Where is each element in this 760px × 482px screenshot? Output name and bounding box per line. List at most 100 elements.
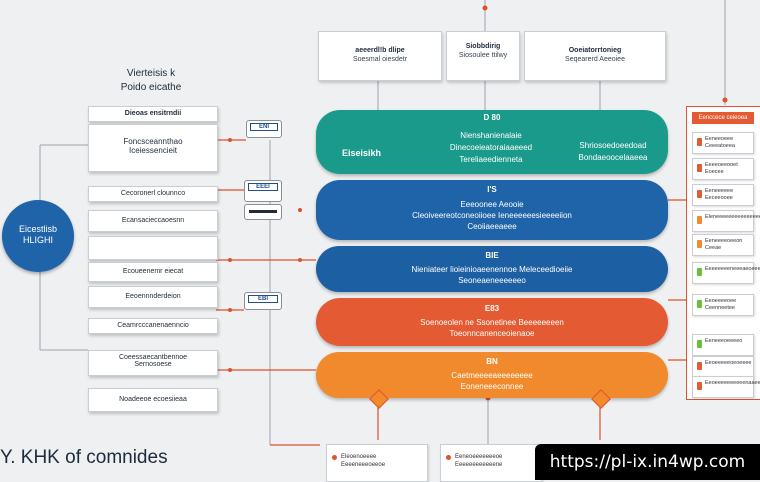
bottom-caption: Y. KHK of comnides [0, 444, 200, 472]
chip-2: EEEI [244, 180, 282, 202]
chip-2-label: EEEI [248, 183, 278, 191]
right-panel-header: Eenccece ceieoea [692, 112, 754, 124]
top-card-3: Ooeiatorrtonieg Seqearerd Aeeoiee [524, 31, 666, 81]
band-teal-center2: Dinecoeieatoraiaaeeed [449, 143, 533, 152]
left-card-9-line1: Coeessaecantbennoe [118, 354, 188, 361]
right-panel-header-label: Eenccece ceieoea [698, 115, 748, 121]
left-card-9-line2: Sernosoese [134, 361, 172, 368]
band-orange-center1: Caetmeeeeaeeeeeeee [451, 371, 533, 380]
top-card-2-line1: Siobbdirig [465, 43, 501, 50]
band-blue-1-center3: Ceoiiaeeaeee [467, 222, 517, 231]
left-card-7-label: Eeoennnderdeion [125, 293, 181, 300]
right-item-6-label: Eeeeeeeeneeeaeoeeeeee [705, 266, 760, 272]
url-watermark: https://pl-ix.in4wp.com [535, 444, 760, 480]
band-red-center1: Soenoeolen ne Ssonetinee Beeeeeeeen [420, 318, 564, 327]
bottom-card-1-line1: Eleoenoeeee [341, 454, 377, 460]
band-orange-tag: BN [486, 357, 498, 366]
chip-2b [244, 204, 282, 220]
band-teal-left: Eiseisikh [342, 148, 382, 158]
right-item-1-label: Eeneeoeee Ceeeatoeea [705, 136, 735, 149]
band-orange: BN Caetmeeeeaeeeeeeee Eoneneeeconnee [316, 352, 668, 398]
band-red-tag: E83 [484, 304, 500, 313]
top-card-1-line2: Soesmal oiesdetr [352, 56, 408, 63]
top-card-1-line1: aeeerdl!b dlipe [355, 47, 405, 54]
right-item-7: Eeoeeeeoee Ceenneetee [692, 294, 754, 316]
band-orange-center2: Eoneneeeconnee [460, 382, 524, 391]
right-item-10: Eeoeeeeeeeeeenaaeeae [692, 376, 760, 398]
right-item-8: Eeneeeoeeeeo [692, 334, 754, 356]
bottom-card-2-line1: Eeneoeeeeeeeoe [455, 454, 503, 460]
chip-3-label: EBI [248, 295, 278, 303]
left-card-4: Ecansacieccaoesnn [88, 210, 218, 232]
band-blue-2: BIE Nieniateer lioieinioaeenennoe Melece… [316, 246, 668, 292]
left-card-1-label: Dieoas ensitrndii [124, 110, 182, 117]
title-line-2: Poido eicathe [120, 82, 182, 93]
right-item-7-label: Eeoeeeeoee Ceenneetee [705, 298, 737, 311]
right-item-2-label: Eeeeoeeooet Eoecee [705, 162, 738, 175]
left-card-5 [88, 236, 218, 260]
left-card-8-label: Ceamrcccanenaenncio [117, 322, 189, 329]
band-teal-center1: Nienshanienalaie [460, 131, 522, 140]
circle-node-line2: HLIGHI [22, 235, 53, 245]
right-item-2: Eeeeoeeooet Eoecee [692, 158, 754, 180]
band-blue-2-tag: BIE [485, 251, 499, 260]
bottom-card-1: Eleoenoeeee Eeeeneeeoeeoe [326, 444, 428, 482]
band-blue-2-center1: Nieniateer lioieinioaeenennoe Meleceedio… [411, 265, 573, 274]
left-card-1: Dieoas ensitrndii [88, 106, 218, 122]
bottom-card-2: Eeneoeeeeeeeoe Eeeeeeeeeeeene [440, 444, 542, 482]
top-card-3-line2: Seqearerd Aeeoiee [565, 56, 625, 63]
circle-node: Eicestlisb HLIGHI [2, 200, 74, 272]
left-card-2-line2: Iceiessencieit [128, 146, 178, 155]
band-teal-tag: D 80 [483, 113, 501, 122]
chip-1: ENI [246, 120, 282, 138]
right-item-9-label: Eeoeeeeeoeoeeee [705, 360, 752, 366]
band-red: E83 Soenoeolen ne Ssonetinee Beeeeeeeen … [316, 298, 668, 346]
bottom-card-2-bullet-icon [446, 455, 451, 460]
bottom-card-2-line2: Eeeeeeeeeeeene [455, 462, 503, 468]
band-blue-1-center1: Eeeoonee Aeooie [460, 200, 524, 209]
top-card-2-line2: Siosoulee ttilwy [458, 52, 508, 59]
left-card-10-label: Noadeeoe ecoesiieaa [119, 396, 187, 403]
bottom-card-1-bullet-icon [332, 455, 337, 460]
band-teal: D 80 Eiseisikh Nienshanienalaie Dinecoei… [316, 110, 668, 174]
left-card-3: Cecoronerl clounnco [88, 186, 218, 202]
band-blue-2-center2: Seoneaeneeeeeeo [458, 276, 526, 285]
right-item-3: Eeneeeeee Eeceeooee [692, 184, 754, 206]
band-blue-1-tag: I'S [487, 185, 497, 194]
left-card-4-label: Ecansacieccaoesnn [121, 217, 185, 224]
right-item-9: Eeoeeeeeoeoeeee [692, 356, 754, 378]
left-card-2-line1: Foncsceannthao [123, 137, 183, 146]
left-card-10: Noadeeoe ecoesiieaa [88, 388, 218, 412]
left-card-9: Coeessaecantbennoe Sernosoese [88, 350, 218, 376]
band-teal-center3: Tereliaeedienneta [459, 155, 523, 164]
band-teal-right2: Bondaeoocelaaeea [578, 153, 648, 162]
band-teal-right1: Shriosoedoeedoad [579, 141, 647, 150]
left-card-6: Ecoueenemr eiecat [88, 262, 218, 282]
bottom-card-1-line2: Eeeeneeeoeeoe [341, 462, 386, 468]
top-card-3-line1: Ooeiatorrtonieg [568, 47, 622, 54]
chip-1-label: ENI [250, 123, 278, 131]
circle-node-line1: Eicestlisb [18, 224, 57, 234]
band-blue-1-center2: Cleoiveereotconeoiioee Ieneeeeeesieeeeii… [412, 211, 572, 220]
right-item-3-label: Eeneeeeee Eeceeooee [705, 188, 734, 201]
left-card-2: Foncsceannthao Iceiessencieit [88, 124, 218, 172]
top-card-1: aeeerdl!b dlipe Soesmal oiesdetr [318, 31, 442, 81]
left-card-8: Ceamrcccanenaenncio [88, 318, 218, 334]
url-watermark-text: https://pl-ix.in4wp.com [549, 452, 746, 472]
left-card-6-label: Ecoueenemr eiecat [122, 268, 184, 275]
right-item-1: Eeneeoeee Ceeeatoeea [692, 132, 754, 154]
left-card-7: Eeoennnderdeion [88, 286, 218, 308]
chip-3: EBI [244, 292, 282, 310]
right-item-8-label: Eeneeeoeeeeo [705, 338, 743, 344]
band-red-center2: Toeonncanenceoienaoe [449, 329, 535, 338]
right-item-5: Eeneeeeoeeon Ceeae [692, 234, 754, 256]
right-item-4: Eleneeeeeeeeeeeeeeeee [692, 210, 760, 232]
right-item-5-label: Eeneeeeoeeon Ceeae [705, 238, 743, 251]
left-card-3-label: Cecoronerl clounnco [120, 190, 186, 197]
right-item-4-label: Eleneeeeeeeeeeeeeeeee [705, 214, 760, 220]
title-line-1: Vierteisis k [126, 68, 176, 79]
right-item-6: Eeeeeeeeneeeaeoeeeeee [692, 262, 760, 284]
band-blue-1: I'S Eeeoonee Aeooie Cleoiveereotconeoiio… [316, 180, 668, 240]
right-item-10-label: Eeoeeeeeeeeeenaaeeae [705, 380, 760, 386]
